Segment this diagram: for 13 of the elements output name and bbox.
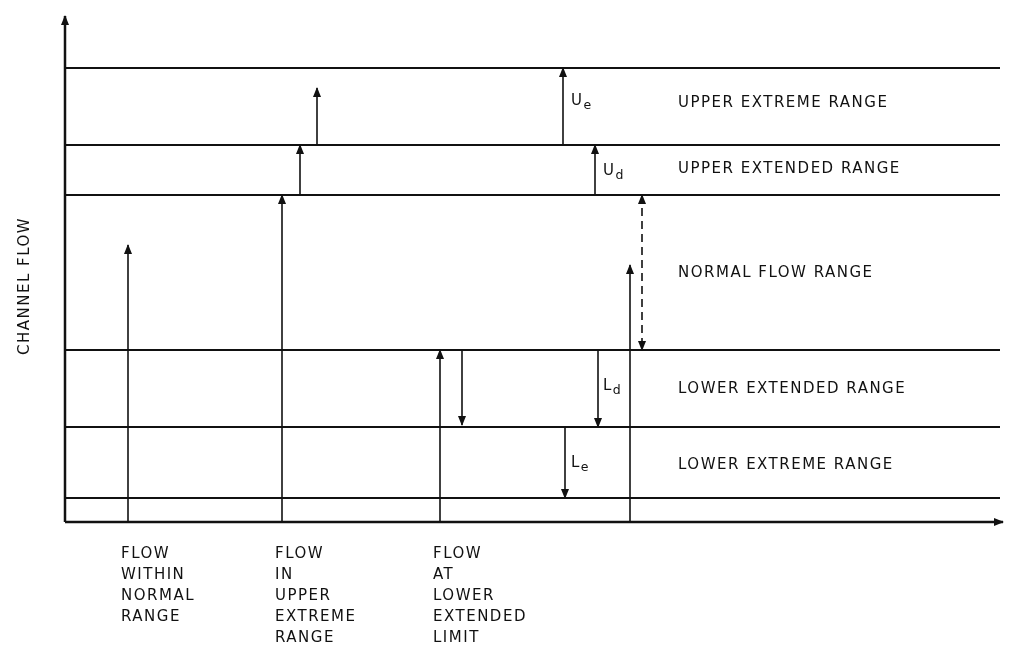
range-label: UPPER EXTREME RANGE <box>678 92 889 113</box>
category-label: FLOW WITHIN NORMAL RANGE <box>121 543 196 627</box>
symbol-label: U$_{d}$ <box>603 160 625 184</box>
category-label: FLOW IN UPPER EXTREME RANGE <box>275 543 358 648</box>
symbol-label: U$_{e}$ <box>571 90 593 114</box>
symbol-label: L$_{d}$ <box>603 375 623 399</box>
range-label: LOWER EXTENDED RANGE <box>678 378 907 399</box>
range-label: LOWER EXTREME RANGE <box>678 454 894 475</box>
range-label: NORMAL FLOW RANGE <box>678 262 874 283</box>
symbol-label: L$_{e}$ <box>571 452 591 476</box>
category-label: FLOW AT LOWER EXTENDED LIMIT <box>433 543 528 648</box>
axis-label: CHANNEL FLOW <box>14 216 34 355</box>
range-label: UPPER EXTENDED RANGE <box>678 158 901 179</box>
